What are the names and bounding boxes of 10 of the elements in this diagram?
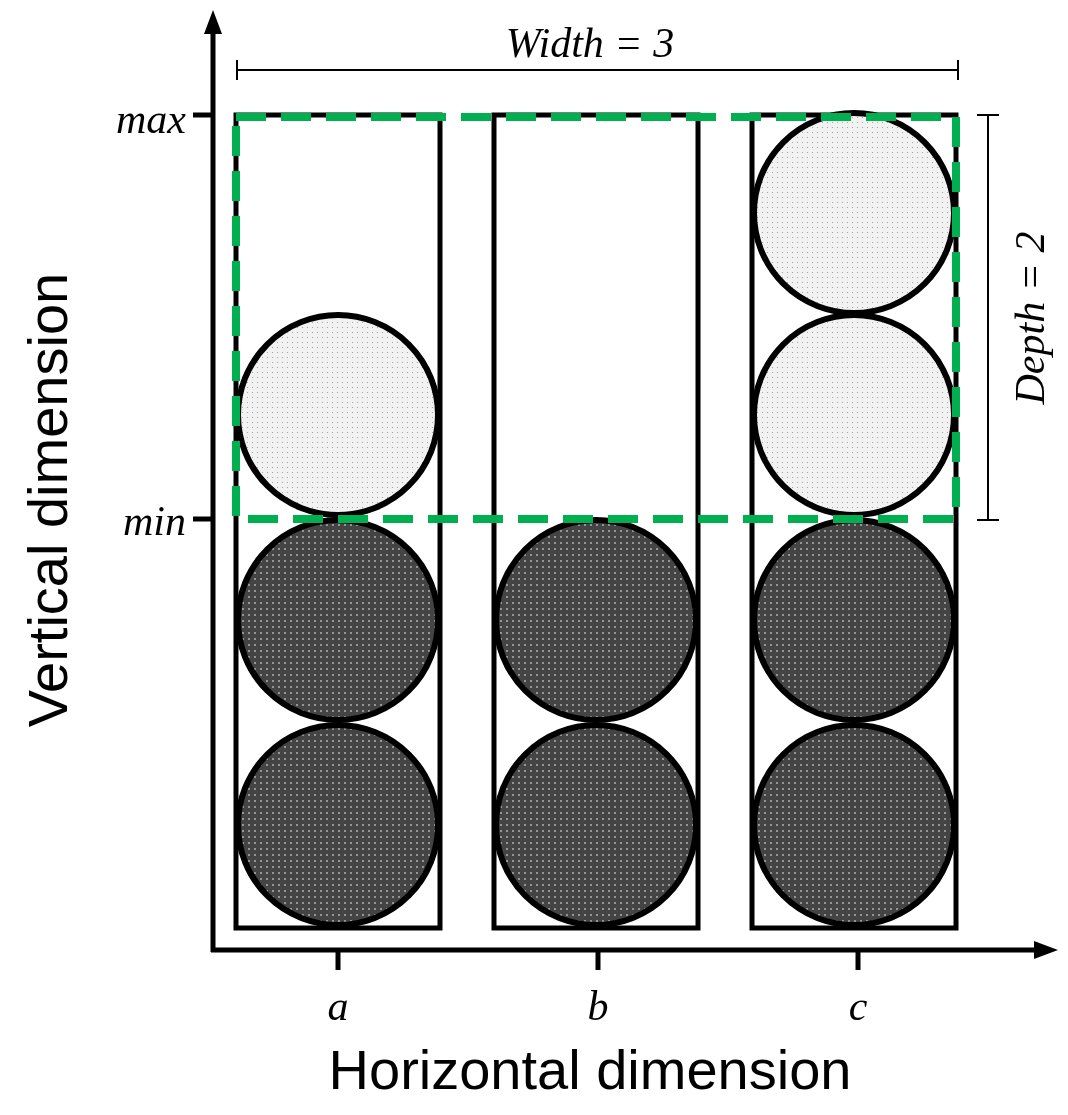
axis-title: Vertical dimension [20,272,76,728]
tick-label: max [116,98,186,140]
dimension-label: Width = 3 [505,22,675,64]
tick-label: min [123,500,186,542]
tick-label: c [848,985,868,1027]
tick-label: b [587,985,609,1027]
dashed-outline [232,113,960,523]
dimension-label: Depth = 2 [1009,231,1051,405]
tick-label: a [327,985,349,1027]
axis-title: Horizontal dimension [328,1042,852,1098]
